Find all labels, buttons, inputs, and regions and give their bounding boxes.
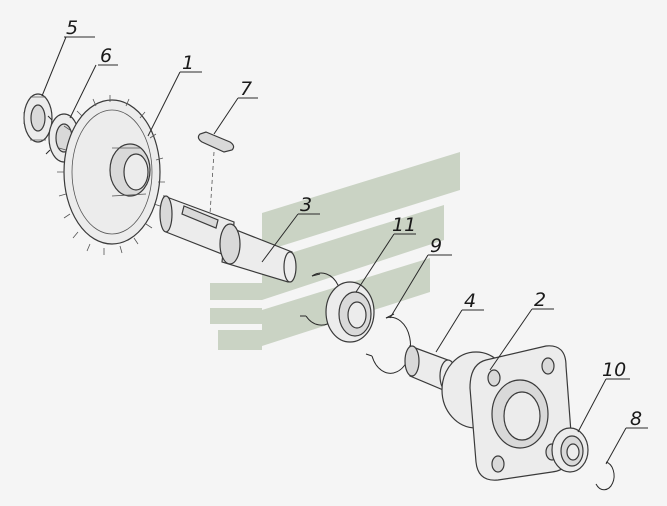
callout-labels: 5 6 1 7 3 11 9 4 2 10 8 (66, 17, 642, 430)
label-part-9: 9 (430, 235, 442, 257)
part-7-key (197, 131, 235, 215)
part-2-flange-housing (441, 345, 573, 481)
label-part-7: 7 (240, 78, 252, 100)
label-part-2: 2 (534, 289, 546, 311)
label-part-1: 1 (182, 52, 194, 74)
label-part-4: 4 (464, 290, 476, 312)
part-8-circlip (595, 461, 615, 491)
part-1-sprocket (57, 95, 165, 255)
label-part-6: 6 (100, 45, 112, 67)
label-part-3: 3 (300, 194, 312, 216)
part-5-nut (23, 93, 53, 143)
part-3-shaft (159, 195, 297, 283)
part-10-small-bearing (551, 427, 589, 473)
label-part-11: 11 (392, 214, 416, 236)
part-11-bearing (325, 281, 375, 343)
label-part-5: 5 (66, 17, 78, 39)
label-part-8: 8 (630, 408, 642, 430)
leader-lines (41, 36, 648, 465)
label-part-10: 10 (602, 359, 626, 381)
